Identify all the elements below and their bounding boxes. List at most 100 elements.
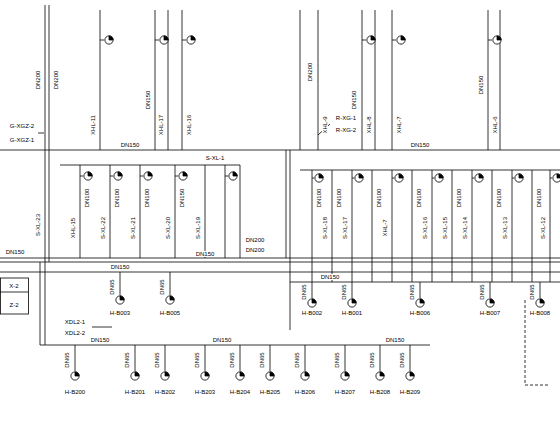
pipe-label: DN65 xyxy=(529,283,535,300)
pipe-label: H-B200 xyxy=(64,389,86,395)
pipe-label: S-XL-18 xyxy=(322,216,328,240)
branch-pipe xyxy=(352,178,354,179)
branch-pipe xyxy=(452,170,453,282)
branch-pipe xyxy=(312,178,314,179)
branch-pipe xyxy=(135,345,136,371)
branch-pipe xyxy=(380,345,381,371)
hydrant-symbol xyxy=(475,174,483,182)
pipe-label: DN65 xyxy=(301,283,307,300)
pipe-label: G-XGZ-2 xyxy=(9,123,35,129)
pipe-label: DN65 xyxy=(399,351,405,368)
branch-pipe xyxy=(312,282,313,298)
hydrant-symbol xyxy=(236,372,244,380)
branch-pipe xyxy=(80,176,83,177)
pipe-label: DN100 xyxy=(376,188,382,209)
pipe-label: X-2 xyxy=(8,283,19,289)
pipe-label: DN200 xyxy=(245,237,266,243)
branch-pipe xyxy=(392,10,393,150)
pipe-label: DN150 xyxy=(179,188,185,209)
pipe-label: DN65 xyxy=(341,283,347,300)
pipe-label: XHL-16 xyxy=(186,114,192,136)
branch-pipe xyxy=(352,170,353,282)
pipe-label: R-XG-1 xyxy=(335,115,357,121)
hydrant-symbol xyxy=(160,36,168,44)
branch-pipe xyxy=(492,170,493,282)
branch-pipe xyxy=(550,170,551,282)
branch-pipe xyxy=(175,165,176,258)
branch-pipe xyxy=(155,40,159,41)
branch-pipe xyxy=(352,282,353,298)
pipe-label: DN65 xyxy=(159,278,165,295)
hydrant-symbol xyxy=(131,372,139,380)
hydrant-symbol xyxy=(308,299,316,307)
branch-pipe xyxy=(155,10,156,150)
branch-pipe xyxy=(80,165,81,258)
pipe-label: XHL-7 xyxy=(396,115,402,134)
pipe-label: S-XL-21 xyxy=(130,216,136,240)
hydrant-symbol xyxy=(161,372,169,380)
valve-box xyxy=(1,278,29,314)
branch-pipe xyxy=(170,272,171,295)
pipe-label: S-XL-1 xyxy=(205,155,226,161)
pipe-label: DN100 xyxy=(456,188,462,209)
branch-pipe xyxy=(500,10,501,150)
branch-pipe xyxy=(372,170,373,282)
pipe-label: DN65 xyxy=(479,283,485,300)
main-pipe xyxy=(0,5,560,345)
hydrant-symbol xyxy=(536,299,544,307)
pipe-label: H-B209 xyxy=(399,389,421,395)
pipe-label: DN200 xyxy=(245,247,266,253)
branch-pipe xyxy=(332,170,333,282)
pipe-label: S-XL-13 xyxy=(502,216,508,240)
branch-pipe xyxy=(392,178,394,179)
hydrant-symbol xyxy=(395,174,403,182)
branch-pipe xyxy=(182,40,186,41)
branch-pipe xyxy=(345,345,346,371)
pipe-label: DN150 xyxy=(90,337,111,343)
pipe-label: S-XL-17 xyxy=(342,216,348,240)
pipe-label: DN150 xyxy=(195,251,216,257)
branch-pipe xyxy=(312,170,313,282)
pipe-label: S-XL-22 xyxy=(100,216,106,240)
hydrant-symbol xyxy=(397,36,405,44)
pipe-label: XHL-7 xyxy=(382,218,388,237)
pipe-label: DN65 xyxy=(294,351,300,368)
pipe-label: S-XL-12 xyxy=(540,216,546,240)
hydrant-symbol xyxy=(367,36,375,44)
pipe-label: DN65 xyxy=(409,283,415,300)
hydrant-symbol xyxy=(105,36,113,44)
branch-pipe xyxy=(300,10,301,150)
pipe-label: DN150 xyxy=(320,274,341,280)
pipe-label: H-B204 xyxy=(229,389,251,395)
branch-pipe xyxy=(140,176,143,177)
hydrant-symbol xyxy=(376,372,384,380)
pipe-label: H-B206 xyxy=(294,389,316,395)
pipe-label: DN150 xyxy=(120,142,141,148)
branch-pipe xyxy=(168,10,169,150)
pipe-label: DN150 xyxy=(110,264,131,270)
hydrant-symbol xyxy=(553,174,560,182)
pipe-label: XHL-15 xyxy=(70,217,76,239)
pipe-label: H-B003 xyxy=(109,310,131,316)
branch-pipe xyxy=(225,176,228,177)
hydrant-symbol xyxy=(166,296,174,304)
pipe-label: S-XL-19 xyxy=(195,216,201,240)
hydrant-symbol xyxy=(114,172,122,180)
pipe-label: DN100 xyxy=(416,188,422,209)
pipe-label: DN100 xyxy=(536,188,542,209)
hydrant-symbol xyxy=(187,36,195,44)
branch-pipe xyxy=(110,165,111,258)
branch-pipe xyxy=(375,10,376,150)
pipe-label: DN65 xyxy=(109,278,115,295)
branch-pipe xyxy=(512,178,514,179)
hydrant-symbol xyxy=(416,299,424,307)
branch-pipe xyxy=(240,165,241,258)
branch-pipe xyxy=(392,170,393,282)
branch-pipe xyxy=(75,345,76,371)
pipe-label: S-XL-14 xyxy=(462,216,468,240)
pipe-label: H-B208 xyxy=(369,389,391,395)
pipe-label: H-B007 xyxy=(479,310,501,316)
branch-pipe xyxy=(472,170,473,282)
pipe-label: H-B002 xyxy=(301,310,323,316)
